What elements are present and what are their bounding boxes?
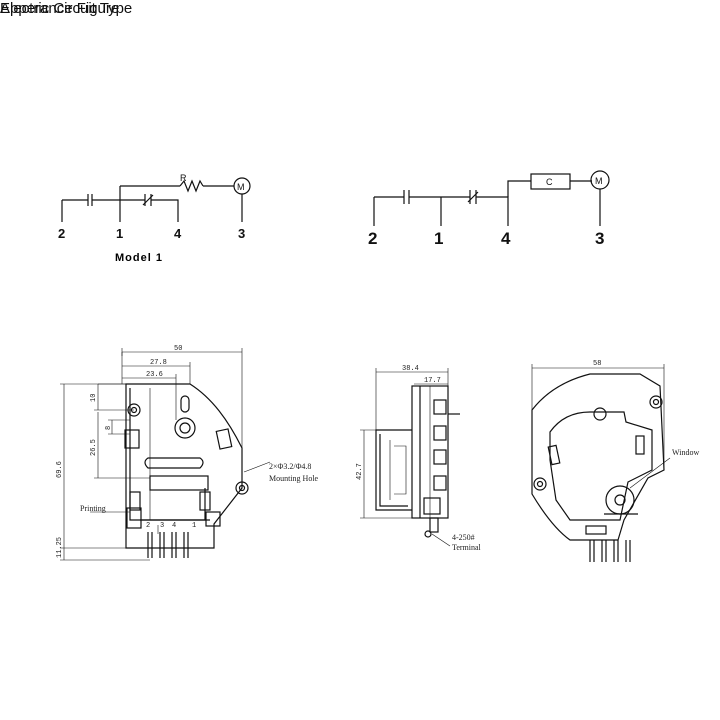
side-dimension-lines bbox=[360, 368, 451, 547]
dim-58: 58 bbox=[593, 360, 601, 368]
back-dimension-lines bbox=[531, 364, 671, 489]
m1-terminal-3: 3 bbox=[238, 226, 245, 241]
dim-27-8: 27.8 bbox=[150, 359, 167, 367]
dim-17-7: 17.7 bbox=[424, 377, 441, 385]
dim-38-4: 38.4 bbox=[402, 365, 419, 373]
dim-width: 50 bbox=[174, 345, 182, 353]
dim-height: 69.6 bbox=[56, 461, 64, 478]
m2-terminal-2: 2 bbox=[368, 229, 377, 248]
front-dimension-lines bbox=[60, 348, 271, 561]
window-label: Window bbox=[672, 448, 699, 457]
front-view bbox=[124, 383, 249, 558]
circuit-heading: Electric Circuit Type bbox=[0, 0, 133, 17]
model-caption: Model 1 bbox=[115, 252, 163, 264]
circuit-model-2 bbox=[373, 170, 610, 226]
front-terminal-4: 4 bbox=[172, 522, 176, 530]
circuit-model-1 bbox=[61, 177, 251, 222]
capacitor-label: C bbox=[546, 177, 553, 187]
dim-23-6: 23.6 bbox=[146, 371, 163, 379]
dim-10: 10 bbox=[90, 394, 98, 402]
printing-label: Printing bbox=[80, 504, 106, 513]
m2-terminal-3: 3 bbox=[595, 229, 604, 248]
front-terminal-1: 1 bbox=[192, 522, 196, 530]
resistor-label: R bbox=[180, 173, 187, 183]
dim-42-7: 42.7 bbox=[356, 463, 364, 480]
dim-pin: 11.25 bbox=[56, 537, 64, 558]
motor-label-m1: M bbox=[237, 182, 245, 192]
dim-8: 8 bbox=[105, 426, 113, 430]
hole-spec: 2×Φ3.2/Φ4.8 bbox=[269, 462, 311, 471]
m1-terminal-2: 2 bbox=[58, 226, 65, 241]
appearance-heading: Apperance Figure bbox=[0, 0, 120, 17]
terminal-label: Terminal bbox=[452, 543, 482, 552]
motor-label-m2: M bbox=[595, 176, 603, 186]
m2-terminal-4: 4 bbox=[501, 229, 511, 248]
m2-terminal-1: 1 bbox=[434, 229, 443, 248]
front-terminal-2: 2 bbox=[146, 522, 150, 530]
hole-label: Mounting Hole bbox=[269, 474, 319, 483]
front-terminal-3: 3 bbox=[160, 522, 164, 530]
dim-26-5: 26.5 bbox=[90, 439, 98, 456]
back-view bbox=[531, 373, 665, 562]
side-view bbox=[375, 385, 460, 538]
terminal-spec: 4-250# bbox=[452, 533, 475, 542]
m1-terminal-4: 4 bbox=[174, 226, 182, 241]
m1-terminal-1: 1 bbox=[116, 226, 123, 241]
